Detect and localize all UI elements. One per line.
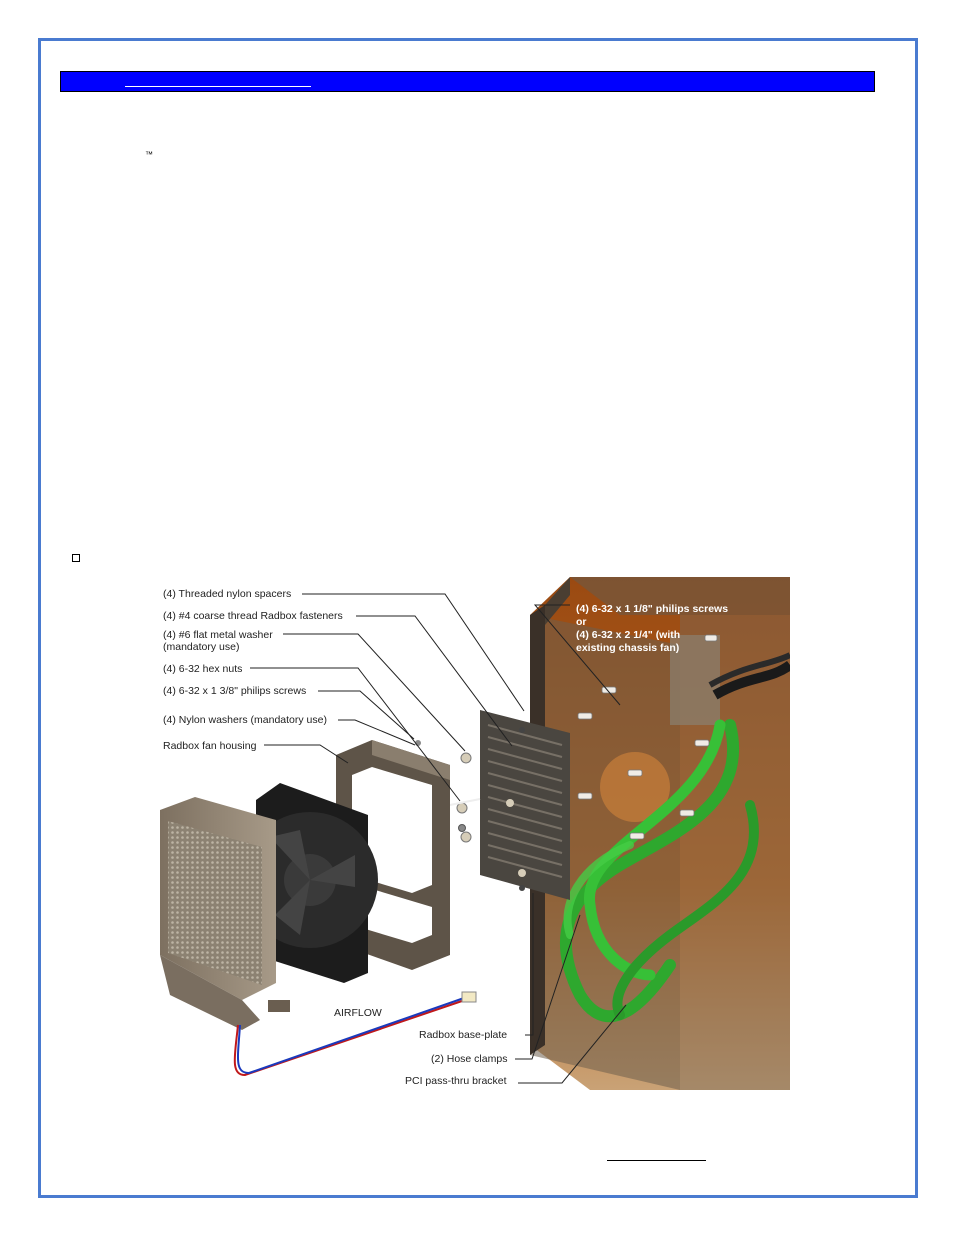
checkbox-bullet[interactable] xyxy=(72,554,80,562)
label-fan-housing: Radbox fan housing xyxy=(163,740,257,752)
section-title-bar xyxy=(60,71,875,92)
label-base-plate: Radbox base-plate xyxy=(419,1029,508,1041)
footer-link[interactable] xyxy=(607,1160,706,1161)
label-airflow: AIRFLOW xyxy=(334,1007,382,1019)
title-link[interactable] xyxy=(125,86,311,87)
label-coarse-fasteners: (4) #4 coarse thread Radbox fasteners xyxy=(163,610,343,622)
leader-lines xyxy=(250,593,627,1084)
exploded-assembly-figure: (4) Threaded nylon spacers (4) #4 coarse… xyxy=(150,575,790,1090)
page-border xyxy=(38,38,918,1198)
assembly-illustration xyxy=(160,577,790,1090)
label-pci-bracket: PCI pass-thru bracket xyxy=(405,1075,507,1087)
fan-cable xyxy=(233,991,477,1077)
label-threaded-spacers: (4) Threaded nylon spacers xyxy=(163,588,292,600)
label-nylon-washers: (4) Nylon washers (mandatory use) xyxy=(163,714,327,726)
radbox-base-plate xyxy=(480,710,570,900)
coolant-hoses xyxy=(560,719,759,1023)
label-flat-washer: (4) #6 flat metal washer (mandatory use) xyxy=(163,629,273,653)
trademark-symbol: ™ xyxy=(145,150,153,159)
radiator-shroud xyxy=(160,797,290,1030)
label-phillips-138: (4) 6-32 x 1 3/8" philips screws xyxy=(163,685,307,697)
label-hose-clamps: (2) Hose clamps xyxy=(431,1053,508,1065)
label-phillips-118: (4) 6-32 x 1 1/8" philips screws or (4) … xyxy=(576,603,729,654)
label-hex-nuts: (4) 6-32 hex nuts xyxy=(163,663,243,675)
